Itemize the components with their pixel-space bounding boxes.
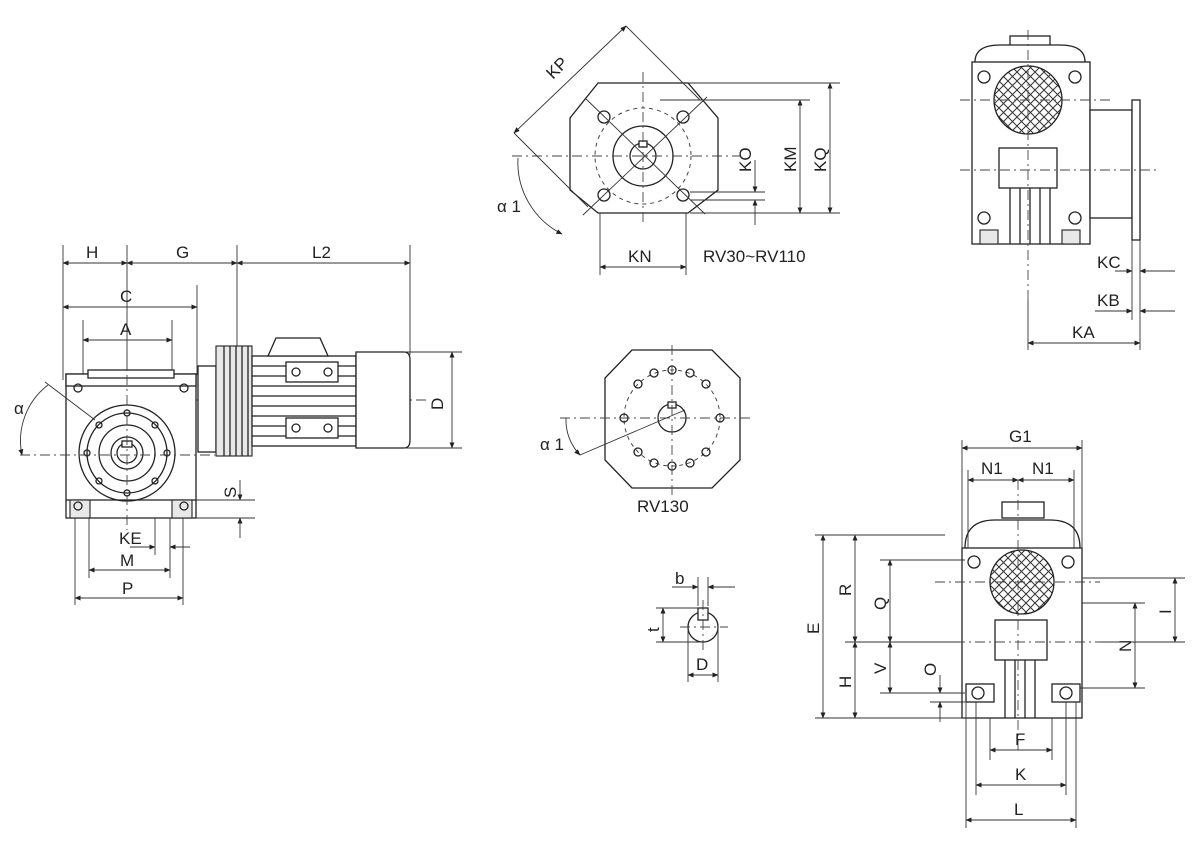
dim-label-t: t xyxy=(644,627,663,632)
dim-label-b: b xyxy=(675,569,684,588)
front-view-bottom: G1 N1 N1 E R H Q V O I N F K L xyxy=(804,427,1185,828)
dim-label-n: N xyxy=(1116,640,1135,652)
caption-rv30-rv110: RV30~RV110 xyxy=(703,247,806,266)
dim-label-m: M xyxy=(120,551,134,570)
dim-label-i: I xyxy=(1156,609,1175,614)
dim-label-s: S xyxy=(221,487,240,498)
flange-view-rv30-110: KP α 1 KO KM KQ KN RV30~RV110 xyxy=(497,25,840,275)
assembly-view: H G L2 C A α D S KE M P xyxy=(14,243,462,605)
shaft-key-detail: b t D xyxy=(644,569,735,682)
dim-label-kb: KB xyxy=(1097,291,1120,310)
dim-label-v: V xyxy=(871,662,890,674)
dim-label-kn: KN xyxy=(628,247,652,266)
dim-label-a: A xyxy=(120,320,132,339)
dim-label-p: P xyxy=(122,579,133,598)
dim-label-km: KM xyxy=(781,147,800,173)
dim-label-kq: KQ xyxy=(811,147,830,172)
dim-label-f: F xyxy=(1015,730,1025,749)
dim-label-c: C xyxy=(120,287,132,306)
dim-label-l: L xyxy=(1014,800,1023,819)
dim-label-g: G xyxy=(176,243,189,262)
dim-label-ke: KE xyxy=(119,529,142,548)
dim-label-ko: KO xyxy=(736,147,755,172)
dim-label-q: Q xyxy=(871,597,890,610)
dim-label-e: E xyxy=(804,623,823,634)
dim-label-alpha1-rv130: α 1 xyxy=(540,435,564,454)
dim-label-ka: KA xyxy=(1072,323,1095,342)
dim-label-n1-left: N1 xyxy=(981,459,1003,478)
dim-label-o: O xyxy=(921,663,940,676)
dim-label-kp: KP xyxy=(542,53,571,82)
side-view-top: KC KB KA xyxy=(960,30,1175,350)
dim-label-r: R xyxy=(836,584,855,596)
dim-label-k: K xyxy=(1015,765,1027,784)
dim-label-alpha: α xyxy=(14,399,24,418)
dim-label-h-side: H xyxy=(836,676,855,688)
dim-label-l2: L2 xyxy=(312,243,331,262)
dim-label-g1: G1 xyxy=(1009,427,1032,446)
flange-view-rv130: α 1 RV130 xyxy=(540,345,750,516)
caption-rv130: RV130 xyxy=(637,497,689,516)
dim-label-d-shaft: D xyxy=(696,655,708,674)
dim-label-kc: KC xyxy=(1097,253,1121,272)
dim-label-n1-right: N1 xyxy=(1032,459,1054,478)
dim-label-h: H xyxy=(86,243,98,262)
dim-label-d: D xyxy=(428,398,447,410)
dim-label-alpha1: α 1 xyxy=(497,197,521,216)
